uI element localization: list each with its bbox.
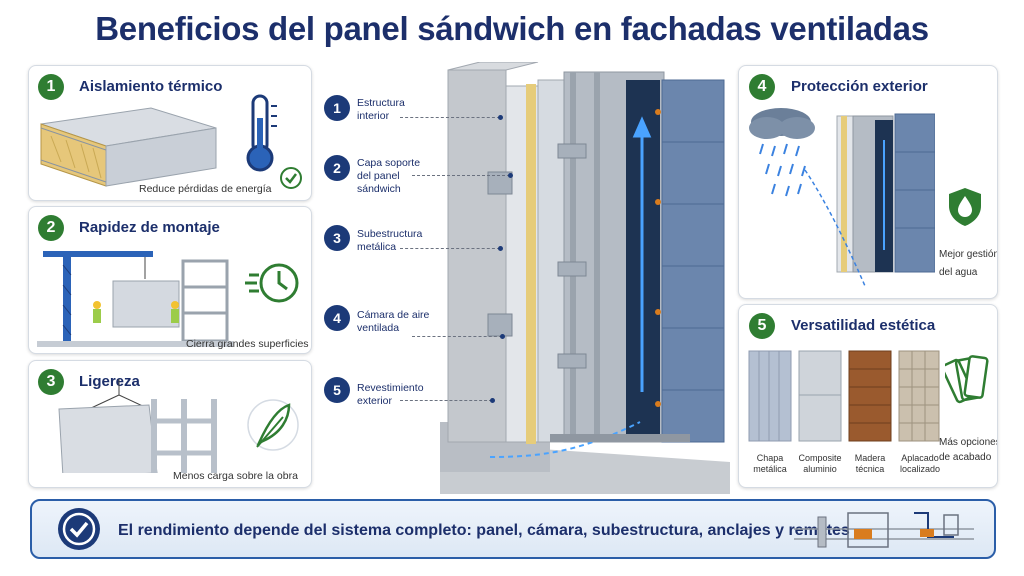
layer-leader-dot — [500, 334, 505, 339]
layer-number: 4 — [324, 305, 350, 331]
system-banner: El rendimiento depende del sistema compl… — [30, 499, 996, 559]
benefit-caption: Reduce pérdidas de energía — [139, 183, 272, 195]
benefit-number: 2 — [38, 215, 64, 241]
layer-leader-line — [400, 117, 500, 118]
benefit-title: Rapidez de montaje — [79, 219, 220, 236]
benefit-card-assembly: 2 Rapidez de montaje Cierra grandes supe… — [28, 206, 312, 354]
benefit-title: Protección exterior — [791, 78, 928, 95]
benefit-title: Versatilidad estética — [791, 317, 936, 334]
layer-leader-line — [412, 175, 510, 176]
feather-icon — [247, 399, 299, 451]
page-title: Beneficios del panel sándwich en fachada… — [95, 10, 929, 47]
layer-leader-line — [400, 400, 492, 401]
benefit-caption: Menos carga sobre la obra — [173, 470, 298, 482]
clock-icon — [245, 263, 299, 303]
finish-samples-illustration — [748, 350, 940, 442]
benefit-number: 5 — [749, 313, 775, 339]
sandwich-panel-illustration — [40, 107, 217, 187]
layer-number: 3 — [324, 225, 350, 251]
layer-leader-dot — [508, 173, 513, 178]
benefit-card-lightness: 3 Ligereza Menos carga sobre la obra — [28, 360, 312, 488]
layer-number: 1 — [324, 95, 350, 121]
thermometer-icon — [246, 94, 277, 172]
water-drop-shield-icon — [949, 188, 981, 226]
facade-section-illustration — [440, 62, 730, 494]
benefit-title: Aislamiento térmico — [79, 78, 223, 95]
benefit-number: 1 — [38, 74, 64, 100]
checkmark-badge-icon — [58, 508, 100, 550]
color-swatch-icon — [945, 355, 989, 404]
layer-leader-line — [400, 248, 500, 249]
flashing-detail-illustration — [794, 512, 974, 548]
banner-text: El rendimiento depende del sistema compl… — [118, 522, 850, 539]
benefit-title: Ligereza — [79, 373, 140, 390]
lifted-panel-illustration — [58, 379, 217, 473]
layer-number: 2 — [324, 155, 350, 181]
checkmark-circle-icon — [280, 167, 302, 189]
rain-facade-illustration — [749, 108, 935, 287]
layer-leader-dot — [490, 398, 495, 403]
layer-leader-line — [412, 336, 502, 337]
layer-leader-dot — [498, 246, 503, 251]
benefit-caption: Cierra grandes superficies — [186, 338, 309, 350]
crane-illustration — [37, 251, 233, 347]
layer-number: 5 — [324, 377, 350, 403]
benefit-number: 4 — [749, 74, 775, 100]
benefit-number: 3 — [38, 369, 64, 395]
layer-leader-dot — [498, 115, 503, 120]
benefit-card-thermal: 1 Aislamiento térmico Reduce pérdidas de… — [28, 65, 312, 201]
